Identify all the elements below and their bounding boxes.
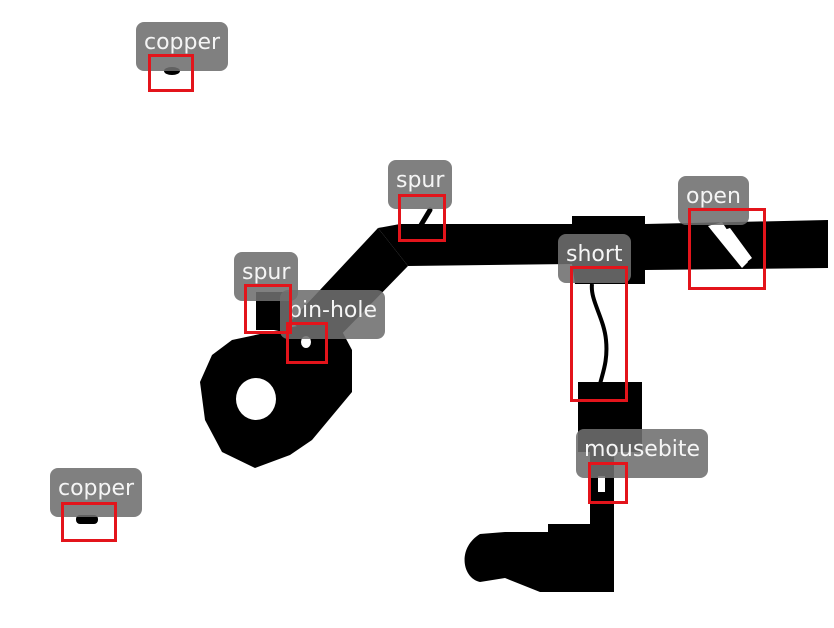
detection-box-spur bbox=[398, 194, 446, 242]
short-wire bbox=[589, 283, 609, 385]
open-gap bbox=[708, 222, 748, 268]
detection-label: mousebite bbox=[576, 429, 709, 478]
bottom-connector bbox=[464, 524, 590, 592]
detection-box-copper bbox=[148, 54, 194, 92]
detection-box-short bbox=[570, 266, 628, 402]
copper-blob-2 bbox=[76, 515, 98, 524]
pin-hole-mark bbox=[301, 336, 311, 348]
detection-label: short bbox=[558, 234, 631, 283]
open-gap-2 bbox=[724, 228, 752, 262]
detection-box-pin-hole bbox=[286, 322, 328, 364]
detection-box-copper bbox=[61, 502, 117, 542]
detection-box-mousebite bbox=[588, 462, 628, 504]
detection-box-open bbox=[688, 208, 766, 290]
spur-mark bbox=[415, 207, 433, 233]
detection-label: copper bbox=[50, 468, 143, 517]
detection-label: copper bbox=[136, 22, 229, 71]
detection-label: pin-hole bbox=[280, 290, 386, 339]
round-pad bbox=[200, 318, 352, 468]
detection-box-spur bbox=[244, 284, 292, 334]
mousebite-notch bbox=[598, 476, 605, 492]
